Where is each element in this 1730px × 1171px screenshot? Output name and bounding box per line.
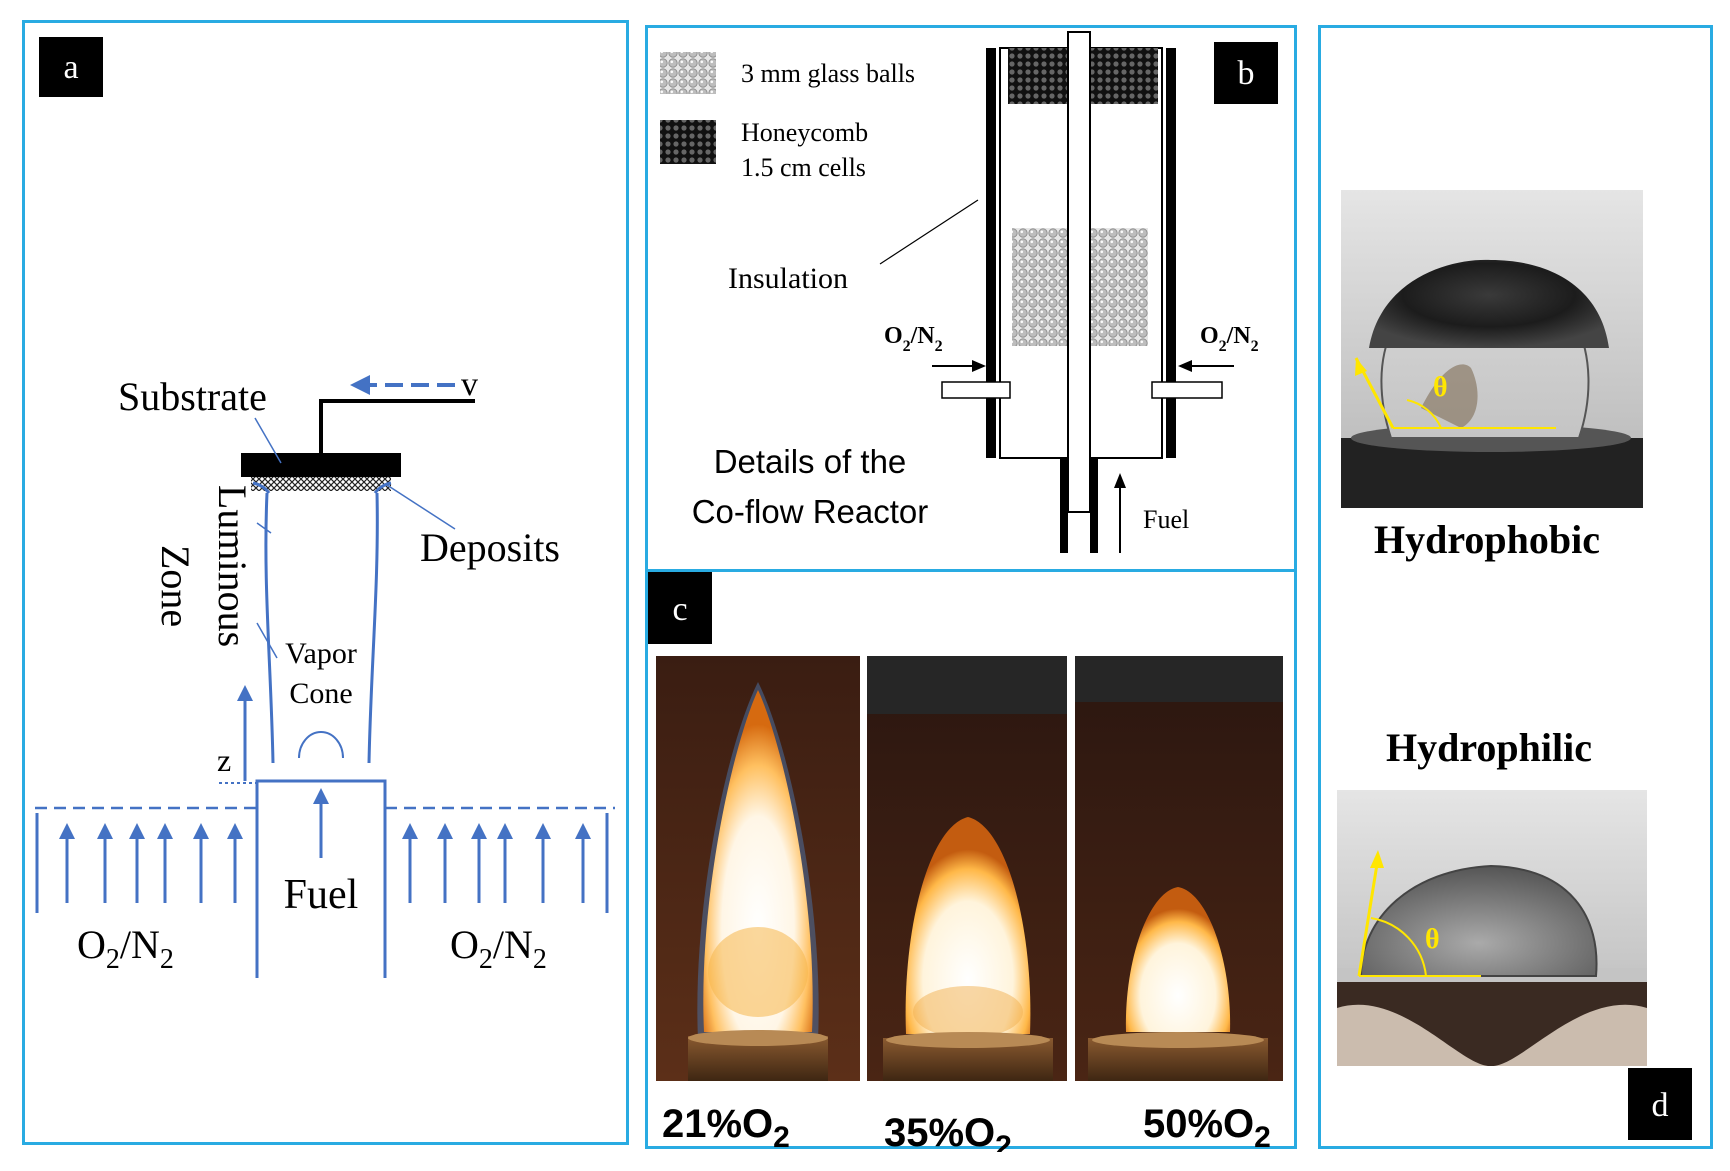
panel-b-tag-box: [1214, 42, 1278, 104]
panel-b-tag: b: [1238, 55, 1255, 92]
coflow-arrows-right: [408, 835, 585, 903]
deposits-label: Deposits: [420, 525, 560, 570]
panel-d-tag-box: [1628, 1068, 1692, 1140]
z-label: z: [217, 742, 231, 778]
substrate: [241, 453, 401, 477]
port-left: [941, 381, 1011, 399]
oxidizer-left-label: O2/N2: [77, 922, 174, 975]
port-right: [1151, 381, 1223, 399]
legend-honeycomb-label-1: Honeycomb: [741, 118, 868, 147]
deposits-layer: [251, 477, 391, 491]
glass-balls-left: [1012, 228, 1070, 346]
insulation-label: Insulation: [728, 262, 848, 295]
substrate-label: Substrate: [118, 374, 267, 419]
legend-glass-label: 3 mm glass balls: [741, 59, 915, 88]
panel-d-tag: d: [1652, 1087, 1669, 1124]
panel-c-tag-box: [648, 572, 712, 644]
coflow-arrows-left: [65, 835, 237, 903]
zone-label: Zone: [153, 545, 198, 627]
o2n2-left-label: O2/N2: [884, 323, 943, 355]
hydrophobic-photo: θ: [1341, 190, 1643, 508]
fuel-label-b: Fuel: [1143, 505, 1189, 534]
velocity-label: v: [461, 366, 478, 403]
honeycomb-left: [1008, 48, 1076, 104]
theta-hydrophobic: θ: [1433, 372, 1448, 403]
panel-a-tag-box: [39, 37, 103, 97]
vapor-cone-arc: [298, 731, 344, 759]
flame-deposition-diagram: a v Substrate Deposits Luminous Zone Vap…: [35, 37, 615, 978]
panel-b: 3 mm glass balls Honeycomb 1.5 cm cells …: [645, 25, 1297, 572]
cone-label: Cone: [289, 677, 352, 710]
contact-angle-photos: θ Hydrophobic Hydrophilic θ d: [1337, 190, 1692, 1140]
central-fuel-tube: [1067, 31, 1091, 513]
flame-label-35: 35%O2: [884, 1111, 1012, 1152]
flame-photos: c 21%O2: [648, 572, 1283, 1152]
o2n2-right-label: O2/N2: [1200, 323, 1259, 355]
honeycomb-swatch: [660, 120, 716, 164]
insulation-left: [986, 48, 996, 458]
flame-right-edge: [367, 492, 379, 764]
flame-photo-35: [867, 656, 1067, 1081]
flame-photo-21: [656, 656, 860, 1081]
flame-label-21: 21%O2: [662, 1102, 790, 1152]
hydrophilic-photo: θ: [1337, 790, 1647, 1067]
panel-d: θ Hydrophobic Hydrophilic θ d: [1318, 25, 1713, 1149]
hydrophilic-label: Hydrophilic: [1386, 725, 1592, 770]
insulation-right: [1166, 48, 1176, 458]
legend-honeycomb-label-2: 1.5 cm cells: [741, 153, 866, 182]
flame-photo-50: [1075, 656, 1283, 1081]
panel-a: a v Substrate Deposits Luminous Zone Vap…: [22, 20, 629, 1145]
flame-left-edge: [264, 492, 275, 764]
panel-c: c 21%O2: [645, 569, 1297, 1152]
oxidizer-right-label: O2/N2: [450, 922, 547, 975]
reactor-caption-1: Details of the: [714, 443, 907, 480]
reactor-caption-2: Co-flow Reactor: [692, 493, 929, 530]
panel-c-tag: c: [672, 591, 687, 628]
panel-a-tag: a: [63, 49, 78, 86]
fuel-tube: [255, 779, 387, 978]
glass-balls-swatch: [660, 52, 716, 94]
hydrophobic-label: Hydrophobic: [1374, 517, 1600, 562]
vapor-label: Vapor: [285, 637, 357, 670]
honeycomb-right: [1088, 48, 1158, 104]
flame-label-50: 50%O2: [1143, 1102, 1271, 1152]
fuel-label: Fuel: [284, 872, 359, 918]
theta-hydrophilic: θ: [1425, 924, 1440, 955]
glass-balls-right: [1090, 228, 1148, 346]
luminous-label: Luminous: [210, 485, 255, 647]
coflow-reactor-diagram: 3 mm glass balls Honeycomb 1.5 cm cells …: [660, 31, 1278, 553]
substrate-arm: [319, 399, 475, 455]
